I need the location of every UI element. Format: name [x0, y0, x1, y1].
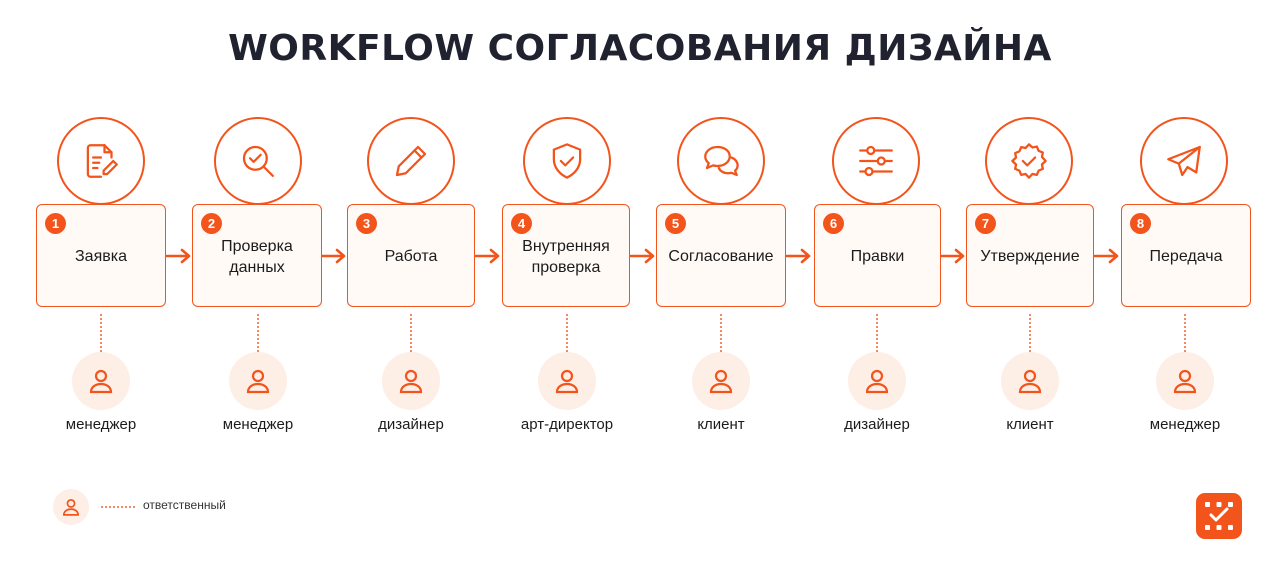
flow-arrow-icon [786, 248, 811, 264]
step-7-icon-circle [985, 117, 1073, 205]
legend-avatar [53, 489, 89, 525]
step-label: Согласование [668, 248, 774, 265]
step-label: Утверждение [980, 248, 1080, 265]
step-label: Внутренняя проверка [522, 237, 610, 276]
legend-label: ответственный [143, 498, 226, 512]
chat-bubbles-icon [704, 145, 739, 177]
step-card: 7 Утверждение [966, 204, 1094, 307]
role-label: клиент [1006, 416, 1054, 433]
step-label: Работа [384, 248, 438, 265]
responsibility-connector [410, 314, 412, 352]
responsibility-connector [566, 314, 568, 352]
step-card: 1 Заявка [36, 204, 166, 307]
person-icon [555, 369, 579, 394]
step-label: Передача [1149, 248, 1223, 265]
responsibility-connector [720, 314, 722, 352]
step-6-icon-circle [832, 117, 920, 205]
shield-check-icon [552, 143, 582, 179]
flow-arrow-icon [940, 248, 965, 264]
person-icon [1018, 369, 1042, 394]
step-card: 5 Согласование [656, 204, 786, 307]
responsibility-connector [257, 314, 259, 352]
person-icon [399, 369, 423, 394]
step-3-icon-circle [367, 117, 455, 205]
step-card: 4 Внутренняя проверка [502, 204, 630, 307]
flow-arrow-icon [630, 248, 655, 264]
role-label: арт-директор [520, 416, 614, 433]
role-label: дизайнер [378, 416, 444, 433]
responsibility-connector [876, 314, 878, 352]
role-label: дизайнер [844, 416, 910, 433]
step-number-badge: 4 [511, 213, 532, 234]
step-card: 2 Проверка данных [192, 204, 322, 307]
responsibility-connector [100, 314, 102, 352]
step-number-badge: 1 [45, 213, 66, 234]
pencil-icon [395, 145, 427, 177]
step-card: 6 Правки [814, 204, 941, 307]
step-2-icon-circle [214, 117, 302, 205]
step-8-icon-circle [1140, 117, 1228, 205]
responsibility-connector [1029, 314, 1031, 352]
step-number-badge: 8 [1130, 213, 1151, 234]
person-icon [89, 369, 113, 394]
magnifier-check-icon [242, 145, 275, 178]
responsibility-connector [1184, 314, 1186, 352]
step-1-icon-circle [57, 117, 145, 205]
person-icon [62, 499, 80, 516]
paper-plane-icon [1167, 145, 1201, 177]
role-label: менеджер [222, 416, 294, 433]
sliders-icon [859, 145, 893, 177]
step-number-badge: 2 [201, 213, 222, 234]
role-avatar [382, 352, 440, 410]
role-avatar [1156, 352, 1214, 410]
role-avatar [692, 352, 750, 410]
step-number-badge: 7 [975, 213, 996, 234]
step-number-badge: 3 [356, 213, 377, 234]
brand-logo [1196, 493, 1242, 539]
step-number-badge: 6 [823, 213, 844, 234]
step-label: Проверка данных [221, 237, 293, 276]
role-label: менеджер [1149, 416, 1221, 433]
role-avatar [1001, 352, 1059, 410]
step-5-icon-circle [677, 117, 765, 205]
brand-logo-icon [1205, 502, 1233, 530]
step-label: Заявка [75, 248, 127, 265]
person-icon [246, 369, 270, 394]
role-label: клиент [697, 416, 745, 433]
page-title: WORKFLOW СОГЛАСОВАНИЯ ДИЗАЙНА [228, 28, 1052, 69]
document-edit-icon [86, 144, 118, 178]
person-icon [1173, 369, 1197, 394]
flow-arrow-icon [321, 248, 346, 264]
role-avatar [72, 352, 130, 410]
step-number-badge: 5 [665, 213, 686, 234]
step-card: 3 Работа [347, 204, 475, 307]
person-icon [709, 369, 733, 394]
step-4-icon-circle [523, 117, 611, 205]
role-avatar [848, 352, 906, 410]
flow-arrow-icon [166, 248, 191, 264]
person-icon [865, 369, 889, 394]
badge-check-icon [1011, 143, 1047, 179]
role-label: менеджер [65, 416, 137, 433]
step-label: Правки [850, 248, 905, 265]
legend-dotted-line [101, 506, 135, 508]
role-avatar [538, 352, 596, 410]
flow-arrow-icon [1094, 248, 1119, 264]
role-avatar [229, 352, 287, 410]
flow-arrow-icon [475, 248, 500, 264]
step-card: 8 Передача [1121, 204, 1251, 307]
